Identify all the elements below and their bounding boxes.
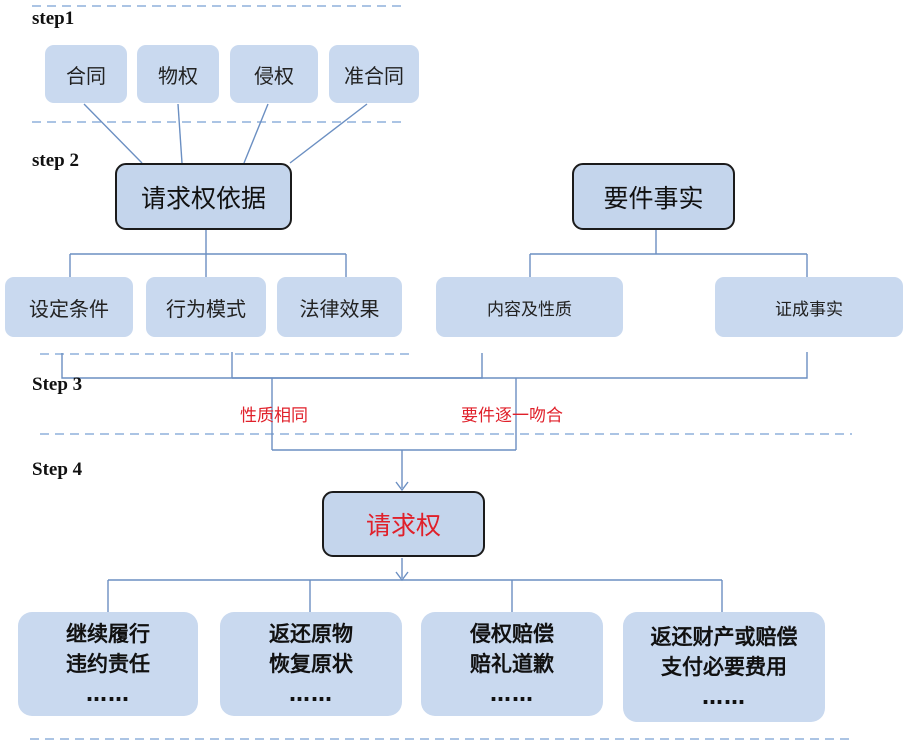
remedy-box-contract: 继续履行 违约责任 ……: [18, 612, 198, 716]
box-preconditions: 设定条件: [5, 277, 133, 337]
ellipsis: ……: [490, 682, 534, 706]
remedy-line: 继续履行: [66, 622, 150, 646]
claim-right-box: 请求权: [322, 491, 485, 557]
ellipsis: ……: [702, 685, 746, 709]
step3-label: Step 3: [32, 374, 83, 395]
element-match-label: 要件逐一吻合: [461, 406, 563, 426]
remedy-box-property: 返还原物 恢复原状 ……: [220, 612, 402, 716]
box-tort: 侵权: [230, 45, 318, 103]
same-nature-label: 性质相同: [240, 406, 308, 426]
ellipsis: ……: [289, 682, 333, 706]
box-contract: 合同: [45, 45, 127, 103]
step-separators: [30, 5, 852, 740]
box-content-nature: 内容及性质: [436, 277, 623, 337]
step2-label: step 2: [32, 150, 79, 171]
remedy-line: 返还财产或赔偿: [650, 625, 798, 649]
remedy-line: 支付必要费用: [661, 655, 787, 679]
elements-facts-box: 要件事实: [572, 163, 735, 230]
connectors: [61, 103, 808, 612]
box-quasi-contract: 准合同: [329, 45, 419, 103]
step1-label: step1: [32, 8, 75, 29]
remedy-box-tort: 侵权赔偿 赔礼道歉 ……: [421, 612, 603, 716]
box-property-right: 物权: [137, 45, 219, 103]
step4-label: Step 4: [32, 459, 83, 480]
box-proven-facts: 证成事实: [715, 277, 903, 337]
remedy-box-quasi-contract: 返还财产或赔偿 支付必要费用 ……: [623, 612, 825, 722]
remedy-line: 侵权赔偿: [470, 622, 554, 646]
box-legal-effect: 法律效果: [277, 277, 402, 337]
remedy-line: 违约责任: [66, 652, 150, 676]
remedy-line: 恢复原状: [269, 652, 353, 676]
remedy-line: 返还原物: [269, 622, 353, 646]
ellipsis: ……: [86, 682, 130, 706]
box-behavior-pattern: 行为模式: [146, 277, 266, 337]
remedy-line: 赔礼道歉: [470, 652, 554, 676]
claim-basis-box: 请求权依据: [115, 163, 292, 230]
